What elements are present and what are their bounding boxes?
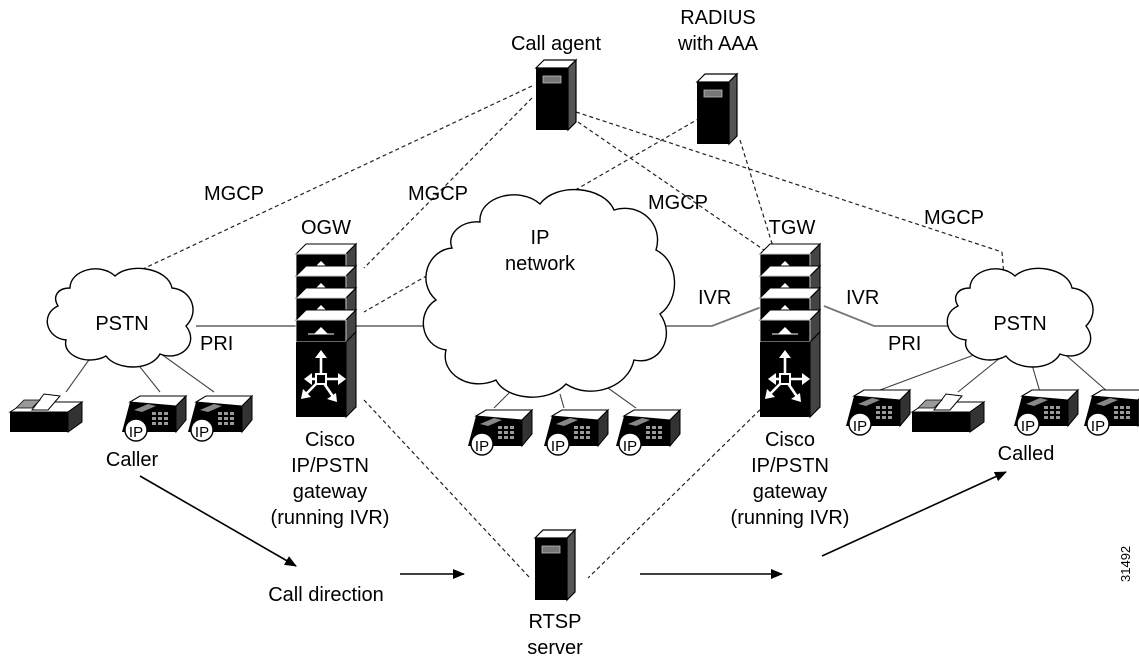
mgcp-label-left: MGCP xyxy=(204,183,264,205)
tgw-gateway-icon xyxy=(758,243,822,419)
svg-text:IP: IP xyxy=(1091,418,1105,435)
ip-phone-called-2-icon: IP xyxy=(1013,389,1079,436)
svg-text:IP/PSTN: IP/PSTN xyxy=(751,455,829,477)
fax-machine-left-icon xyxy=(9,393,83,433)
call-agent-server-icon xyxy=(535,59,577,131)
svg-text:gateway: gateway xyxy=(753,481,828,503)
tgw-label: TGW xyxy=(769,217,816,239)
mgcp-label-center-right: MGCP xyxy=(648,192,708,214)
svg-text:IP: IP xyxy=(195,424,209,441)
ip-phone-network-2-icon: IP xyxy=(543,409,609,456)
ogw-label: OGW xyxy=(301,217,351,239)
ip-phone-network-1-icon: IP xyxy=(467,409,533,456)
svg-text:(running IVR): (running IVR) xyxy=(271,507,390,529)
called-label: Called xyxy=(998,443,1055,465)
rtsp-label-line1: RTSP xyxy=(529,611,582,633)
ip-network-cloud xyxy=(422,188,676,398)
pstn-cloud-right xyxy=(946,267,1094,368)
svg-text:IP: IP xyxy=(551,438,565,455)
radius-label-line2: with AAA xyxy=(677,33,759,55)
pri-left-label: PRI xyxy=(200,333,233,355)
ip-phone-network-3-icon: IP xyxy=(615,409,681,456)
svg-text:gateway: gateway xyxy=(293,481,368,503)
svg-text:Cisco: Cisco xyxy=(305,429,355,451)
ogw-gateway-icon xyxy=(294,243,358,419)
ip-network-label-line1: IP xyxy=(531,227,550,249)
call-direction-label: Call direction xyxy=(268,584,384,606)
rtsp-server-icon xyxy=(534,529,576,601)
ip-phone-called-1-icon: IP xyxy=(845,389,911,436)
svg-text:IP: IP xyxy=(1021,418,1035,435)
ivr-right-label: IVR xyxy=(846,287,879,309)
svg-text:(running IVR): (running IVR) xyxy=(731,507,850,529)
fax-machine-right-icon xyxy=(911,393,985,433)
ip-phone-called-3-icon: IP xyxy=(1083,389,1139,436)
svg-text:IP/PSTN: IP/PSTN xyxy=(291,455,369,477)
pri-right-label: PRI xyxy=(888,333,921,355)
pstn-cloud-left xyxy=(46,267,194,368)
ip-phone-caller-1-icon: IP xyxy=(121,395,187,442)
rtsp-label-line2: server xyxy=(527,637,583,659)
mgcp-label-center-left: MGCP xyxy=(408,183,468,205)
pstn-right-label: PSTN xyxy=(993,313,1046,335)
ip-phone-caller-2-icon: IP xyxy=(187,395,253,442)
svg-text:Cisco: Cisco xyxy=(765,429,815,451)
figure-id-label: 31492 xyxy=(1118,546,1133,582)
svg-text:IP: IP xyxy=(129,424,143,441)
call-agent-label: Call agent xyxy=(511,33,602,55)
radius-server-icon xyxy=(696,73,738,145)
mgcp-label-right: MGCP xyxy=(924,207,984,229)
radius-label-line1: RADIUS xyxy=(680,7,756,29)
svg-text:IP: IP xyxy=(853,418,867,435)
ip-network-label-line2: network xyxy=(505,253,576,275)
gateway-left-caption: Cisco IP/PSTN gateway (running IVR) xyxy=(271,429,390,529)
caller-label: Caller xyxy=(106,449,159,471)
pstn-left-label: PSTN xyxy=(95,313,148,335)
ivr-left-label: IVR xyxy=(698,287,731,309)
svg-text:IP: IP xyxy=(623,438,637,455)
svg-text:IP: IP xyxy=(475,438,489,455)
gateway-right-caption: Cisco IP/PSTN gateway (running IVR) xyxy=(731,429,850,529)
